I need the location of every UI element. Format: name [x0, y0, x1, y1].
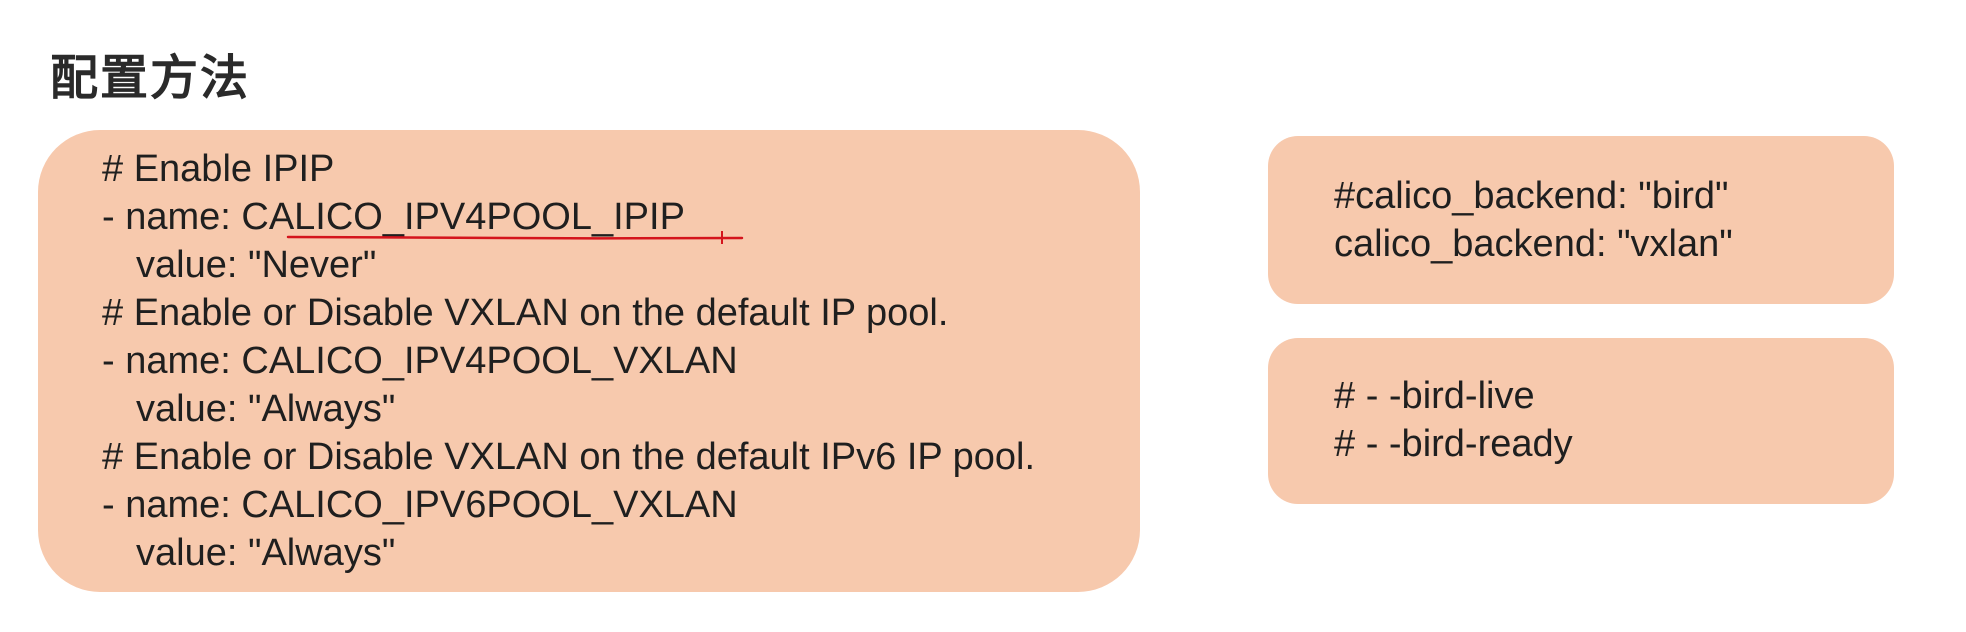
page-title: 配置方法	[50, 50, 251, 106]
code-comment-enable-ipip: # Enable IPIP	[102, 148, 335, 190]
ipip-vxlan-config-card	[38, 130, 1140, 592]
bird-probe-card	[1268, 338, 1894, 504]
code-bird-ready-commented: # - -bird-ready	[1334, 423, 1573, 465]
code-bird-live-commented: # - -bird-live	[1334, 375, 1535, 417]
code-name-ipv4pool-ipip: - name: CALICO_IPV4POOL_IPIP	[102, 196, 685, 238]
code-backend-vxlan: calico_backend: "vxlan"	[1334, 223, 1733, 265]
red-underline-annotation	[286, 231, 744, 244]
code-backend-bird-commented: #calico_backend: "bird"	[1334, 175, 1729, 217]
code-value-always-ipv6: value: "Always"	[136, 532, 396, 574]
code-name-ipv4pool-vxlan: - name: CALICO_IPV4POOL_VXLAN	[102, 340, 738, 382]
code-value-never: value: "Never"	[136, 244, 377, 286]
code-name-ipv6pool-vxlan: - name: CALICO_IPV6POOL_VXLAN	[102, 484, 738, 526]
calico-backend-card	[1268, 136, 1894, 304]
code-comment-vxlan-ipv6: # Enable or Disable VXLAN on the default…	[102, 436, 1036, 478]
code-comment-vxlan-ipv4: # Enable or Disable VXLAN on the default…	[102, 292, 949, 334]
code-value-always-ipv4: value: "Always"	[136, 388, 396, 430]
